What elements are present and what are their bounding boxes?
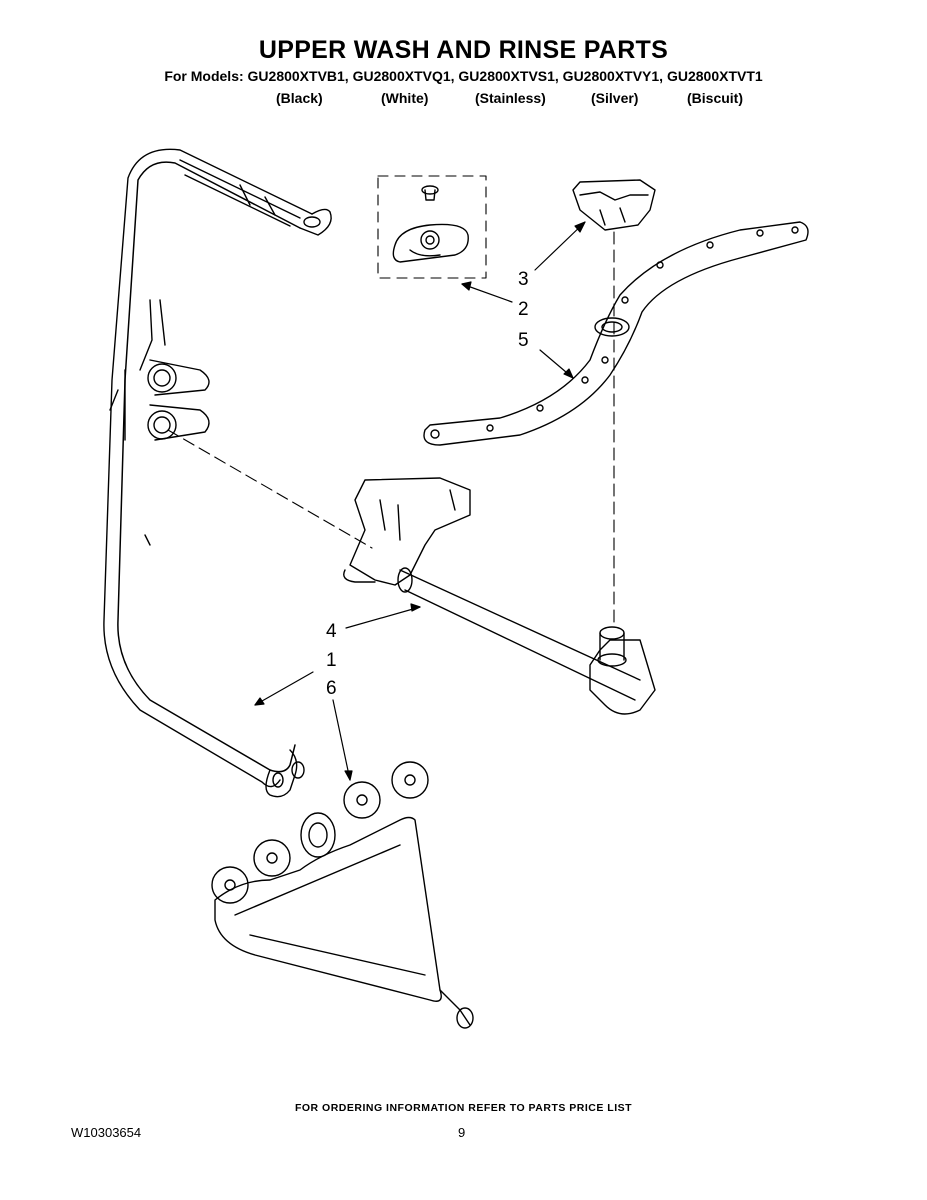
finish-label: (Stainless) bbox=[475, 90, 546, 106]
ordering-note: FOR ORDERING INFORMATION REFER TO PARTS … bbox=[294, 1102, 633, 1114]
callout-1: 1 bbox=[326, 650, 337, 671]
leader-lines bbox=[254, 221, 586, 781]
spray-arm-mount-part bbox=[572, 179, 656, 231]
spray-arm-manifold-part bbox=[343, 477, 656, 715]
upper-spray-arm-part bbox=[423, 221, 809, 446]
finish-label: (Silver) bbox=[591, 90, 639, 106]
spray-head-manifold-part bbox=[211, 761, 474, 1029]
finish-label: (Biscuit) bbox=[687, 90, 743, 106]
callout-5: 5 bbox=[518, 330, 529, 351]
retainer-clip-part bbox=[377, 175, 487, 279]
assembly-lines bbox=[167, 231, 615, 629]
page-title: UPPER WASH AND RINSE PARTS bbox=[258, 36, 669, 64]
callout-2: 2 bbox=[518, 299, 529, 320]
supply-tube-part bbox=[103, 148, 332, 798]
finish-label: (Black) bbox=[276, 90, 323, 106]
finish-list: (Black) (White) (Stainless) (Silver) (Bi… bbox=[0, 90, 927, 110]
callout-4: 4 bbox=[326, 621, 337, 642]
page-number: 9 bbox=[458, 1125, 466, 1140]
finish-label: (White) bbox=[381, 90, 429, 106]
callout-3: 3 bbox=[518, 269, 529, 290]
model-list: For Models: GU2800XTVB1, GU2800XTVQ1, GU… bbox=[164, 68, 763, 84]
document-number: W10303654 bbox=[71, 1125, 142, 1140]
callout-6: 6 bbox=[326, 678, 337, 699]
